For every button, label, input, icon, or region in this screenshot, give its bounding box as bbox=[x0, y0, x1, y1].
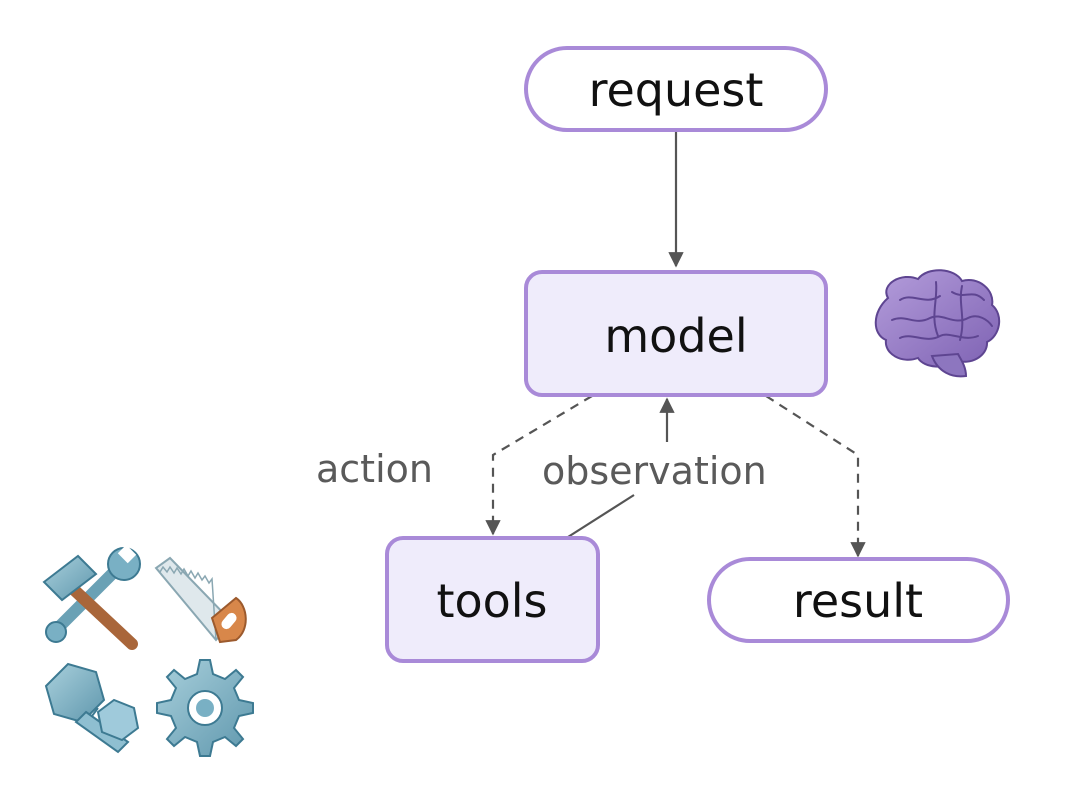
nut-and-bolt-icon bbox=[44, 662, 140, 754]
node-request-label: request bbox=[589, 63, 764, 117]
edge-model-to-result bbox=[765, 395, 866, 558]
hammer-and-wrench-icon bbox=[42, 544, 141, 650]
edge-action-model-to-tools bbox=[485, 395, 593, 536]
edge-label-observation: observation bbox=[542, 449, 767, 493]
brain-icon bbox=[874, 269, 1001, 378]
node-result-label: result bbox=[793, 574, 923, 628]
saw-icon bbox=[154, 556, 247, 644]
edge-observation-tools-to-model bbox=[567, 397, 675, 538]
node-tools-label: tools bbox=[436, 574, 547, 628]
node-request[interactable]: request bbox=[524, 46, 828, 132]
node-result[interactable]: result bbox=[707, 557, 1010, 643]
edge-label-action: action bbox=[316, 447, 433, 491]
gear-icon bbox=[156, 659, 254, 757]
node-model[interactable]: model bbox=[524, 270, 828, 397]
node-model-label: model bbox=[604, 309, 747, 363]
node-tools[interactable]: tools bbox=[385, 536, 600, 663]
